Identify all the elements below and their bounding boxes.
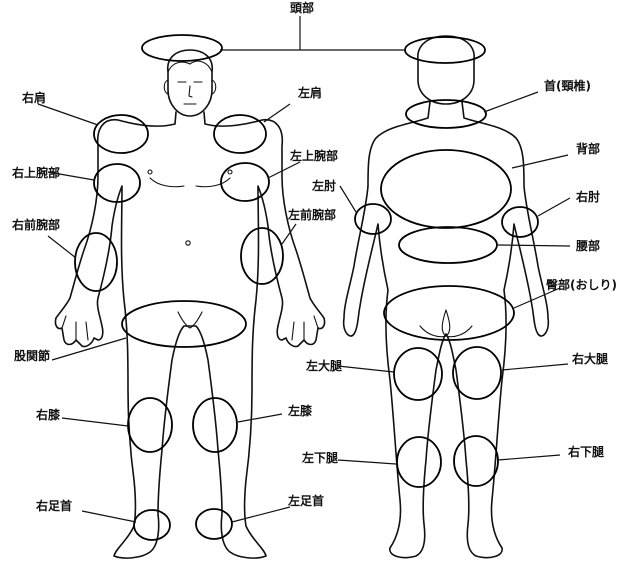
- zone-left-upper-arm[interactable]: [221, 163, 269, 201]
- zone-left-forearm[interactable]: [241, 228, 283, 284]
- label-right-shoulder: 右肩: [21, 90, 46, 105]
- zone-left-lower-leg[interactable]: [397, 437, 441, 487]
- label-right-upper-arm: 右上腕部: [11, 165, 60, 180]
- zone-right-upper-arm[interactable]: [94, 164, 140, 202]
- zone-right-lower-leg[interactable]: [454, 436, 498, 486]
- label-left-shoulder: 左肩: [297, 85, 322, 100]
- zone-left-elbow[interactable]: [355, 204, 391, 234]
- front-zones: [75, 35, 283, 540]
- label-left-forearm: 左前腕部: [287, 207, 336, 222]
- zone-head-front[interactable]: [142, 35, 222, 61]
- label-back: 背部: [576, 141, 600, 156]
- zone-left-knee[interactable]: [193, 398, 237, 452]
- label-right-ankle: 右足首: [35, 498, 72, 513]
- label-left-thigh: 左大腿: [305, 358, 343, 373]
- zone-right-forearm[interactable]: [75, 233, 117, 291]
- zone-back[interactable]: [381, 150, 511, 228]
- labels: 頭部 右肩 左肩 右上腕部 左上腕部 右前腕部 左前腕部 股関節 右膝 左膝 右…: [11, 0, 617, 513]
- label-left-ankle: 左足首: [287, 493, 324, 508]
- label-left-lower-leg: 左下腿: [301, 450, 339, 465]
- zone-left-shoulder[interactable]: [214, 115, 266, 153]
- label-right-thigh: 右大腿: [571, 351, 609, 366]
- label-lower-back: 腰部: [575, 238, 600, 253]
- label-buttocks: 臀部(おしり): [546, 277, 617, 292]
- back-figure: [344, 36, 549, 558]
- zone-left-ankle[interactable]: [196, 509, 232, 539]
- label-left-knee: 左膝: [287, 403, 313, 418]
- label-left-upper-arm: 左上腕部: [289, 148, 338, 163]
- zone-right-ankle[interactable]: [134, 510, 170, 540]
- zone-right-knee[interactable]: [128, 398, 172, 452]
- label-neck: 首(頸椎): [544, 78, 591, 93]
- label-right-knee: 右膝: [35, 407, 61, 422]
- zone-lower-back[interactable]: [399, 227, 497, 263]
- label-left-elbow: 左肘: [311, 178, 336, 193]
- label-right-elbow: 右肘: [575, 189, 600, 204]
- zone-hip-joint[interactable]: [122, 301, 246, 347]
- label-hip-joint: 股関節: [14, 348, 50, 363]
- zone-right-elbow[interactable]: [502, 207, 538, 237]
- zone-right-thigh[interactable]: [453, 347, 501, 399]
- label-right-lower-leg: 右下腿: [567, 444, 605, 459]
- label-head: 頭部: [290, 0, 314, 15]
- label-right-forearm: 右前腕部: [11, 217, 60, 232]
